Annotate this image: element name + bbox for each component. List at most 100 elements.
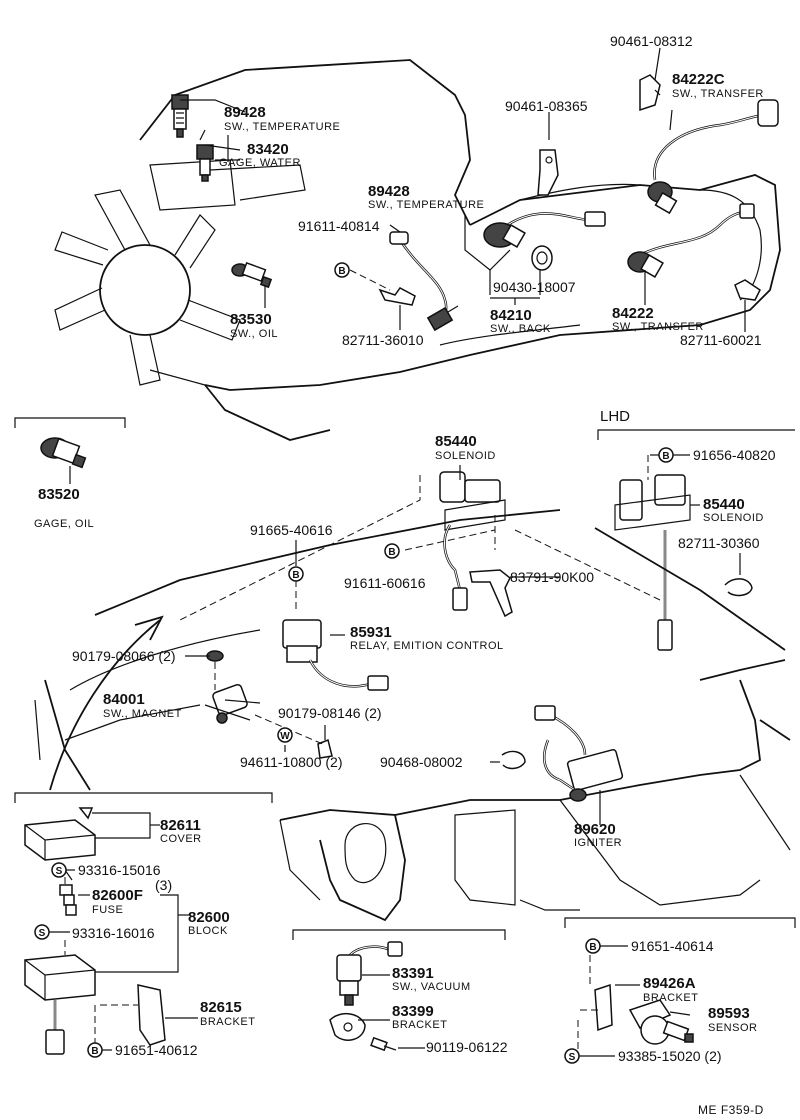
part-desc-82600: BLOCK xyxy=(188,925,228,937)
part-number-89428-top: 89428 xyxy=(224,104,266,121)
part-number-91651-40614: 91651-40614 xyxy=(631,938,714,954)
part-desc-84001: SW., MAGNET xyxy=(103,708,182,720)
sw-transfer-84222-part xyxy=(627,203,755,278)
b-letter: B xyxy=(292,570,299,581)
part-number-93385-15020: 93385-15020 (2) xyxy=(618,1048,722,1064)
part-number-82711-60021: 82711-60021 xyxy=(680,332,762,348)
b-symbol-3 xyxy=(384,543,400,559)
b-symbol-1 xyxy=(334,262,350,278)
part-labels: 90461-08312 84222C SW., TRANSFER 89428 S… xyxy=(34,33,776,1117)
part-number-83530: 83530 xyxy=(230,311,272,328)
part-desc-84222C: SW., TRANSFER xyxy=(672,88,764,100)
part-number-82711-36010: 82711-36010 xyxy=(342,332,424,348)
part-number-89593: 89593 xyxy=(708,1005,750,1022)
clamp-82711-60021-part xyxy=(734,279,761,301)
part-number-89426A: 89426A xyxy=(643,975,696,992)
magnet-switch-84001-part xyxy=(204,650,251,724)
b-symbol-4 xyxy=(288,566,304,582)
s-letter: S xyxy=(569,1052,576,1063)
part-number-83520: 83520 xyxy=(38,486,80,503)
part-desc-83391: SW., VACUUM xyxy=(392,981,471,993)
part-desc-83399: BRACKET xyxy=(392,1019,447,1031)
part-number-85931: 85931 xyxy=(350,624,392,641)
sensor-box xyxy=(564,917,796,1045)
part-number-85440-center: 85440 xyxy=(435,433,477,450)
part-number-84001: 84001 xyxy=(103,691,145,708)
part-desc-83530: SW., OIL xyxy=(230,328,278,340)
part-qty-82600F: (3) xyxy=(155,877,172,893)
part-desc-83520: GAGE, OIL xyxy=(34,518,94,530)
symbol-letters: B B B B B B S S S W xyxy=(39,266,670,1063)
part-number-90179-08066: 90179-08066 (2) xyxy=(72,648,176,664)
sw-oil-part xyxy=(231,261,273,289)
relay-85931-part xyxy=(282,619,389,691)
part-number-89428-mid: 89428 xyxy=(368,183,410,200)
part-desc-89428-mid: SW., TEMPERATURE xyxy=(368,199,484,211)
part-number-85440-lhd: 85440 xyxy=(703,496,745,513)
part-number-90430-18007: 90430-18007 xyxy=(493,279,576,295)
oil-gage-box xyxy=(14,417,126,469)
symbol-leaders xyxy=(49,454,690,1057)
part-desc-82600F: FUSE xyxy=(92,904,123,916)
w-symbol-1 xyxy=(277,727,293,743)
part-number-84222C: 84222C xyxy=(672,71,725,88)
part-number-82711-30360: 82711-30360 xyxy=(678,535,760,551)
part-number-82611: 82611 xyxy=(160,817,201,834)
clip-90179-08146-part xyxy=(317,738,333,759)
part-desc-84210: SW., BACK xyxy=(490,323,551,335)
s-letter: S xyxy=(39,928,46,939)
part-desc-84222: SW., TRANSFER xyxy=(612,321,704,333)
part-number-91611-60616: 91611-60616 xyxy=(344,575,426,591)
bracket-83791-part xyxy=(469,569,513,618)
part-number-90461-08312: 90461-08312 xyxy=(610,33,693,49)
sw-back-part xyxy=(483,211,606,248)
clamp-90461-08312-part xyxy=(639,74,661,112)
part-number-90119-06122: 90119-06122 xyxy=(426,1039,508,1055)
part-number-82600: 82600 xyxy=(188,909,230,926)
part-number-83391: 83391 xyxy=(392,965,434,982)
b-letter: B xyxy=(589,942,596,953)
part-number-90461-08365: 90461-08365 xyxy=(505,98,588,114)
part-desc-89593: SENSOR xyxy=(708,1022,757,1034)
vacuum-switch-box xyxy=(292,929,506,1052)
b-letter: B xyxy=(338,266,345,277)
lhd-box xyxy=(597,429,795,651)
part-desc-89426A: BRACKET xyxy=(643,992,698,1004)
figure-code: ME F359-D xyxy=(698,1103,764,1117)
b-letter: B xyxy=(662,451,669,462)
part-number-84222: 84222 xyxy=(612,305,654,322)
direction-arrow xyxy=(49,615,164,791)
part-number-82600F: 82600F xyxy=(92,887,143,904)
part-number-93316-15016: 93316-15016 xyxy=(78,862,161,878)
part-desc-83420: GAGE, WATER xyxy=(219,157,301,169)
part-number-91656-40820: 91656-40820 xyxy=(693,447,776,463)
clamp-90461-08365-part xyxy=(537,149,559,196)
section-lhd: LHD xyxy=(600,408,630,425)
part-desc-85440-center: SOLENOID xyxy=(435,450,496,462)
grommet-90430-part xyxy=(531,245,553,271)
fan-drawing xyxy=(54,189,241,386)
solenoid-85440-part xyxy=(439,471,506,611)
part-number-91611-40814: 91611-40814 xyxy=(298,218,380,234)
part-number-83399: 83399 xyxy=(392,1003,434,1020)
leader-lines xyxy=(64,47,746,1050)
part-desc-89428-top: SW., TEMPERATURE xyxy=(224,121,340,133)
fuse-block-box xyxy=(14,792,273,1055)
w-letter: W xyxy=(280,731,290,742)
part-number-84210: 84210 xyxy=(490,307,532,324)
part-desc-85931: RELAY, EMITION CONTROL xyxy=(350,640,504,652)
part-desc-89620: IGNITER xyxy=(574,837,622,849)
bracket-36010-part xyxy=(378,287,416,306)
part-desc-82611: COVER xyxy=(160,833,202,845)
b-letter: B xyxy=(91,1046,98,1057)
part-number-91665-40616: 91665-40616 xyxy=(250,522,333,538)
part-number-83420: 83420 xyxy=(247,141,289,158)
part-desc-85440-lhd: SOLENOID xyxy=(703,512,764,524)
part-number-89620: 89620 xyxy=(574,821,616,838)
part-number-90468-08002: 90468-08002 xyxy=(380,754,463,770)
part-number-90179-08146: 90179-08146 (2) xyxy=(278,705,382,721)
part-number-94611-10800: 94611-10800 (2) xyxy=(240,754,342,770)
part-number-83791-90K00: 83791-90K00 xyxy=(510,569,594,585)
